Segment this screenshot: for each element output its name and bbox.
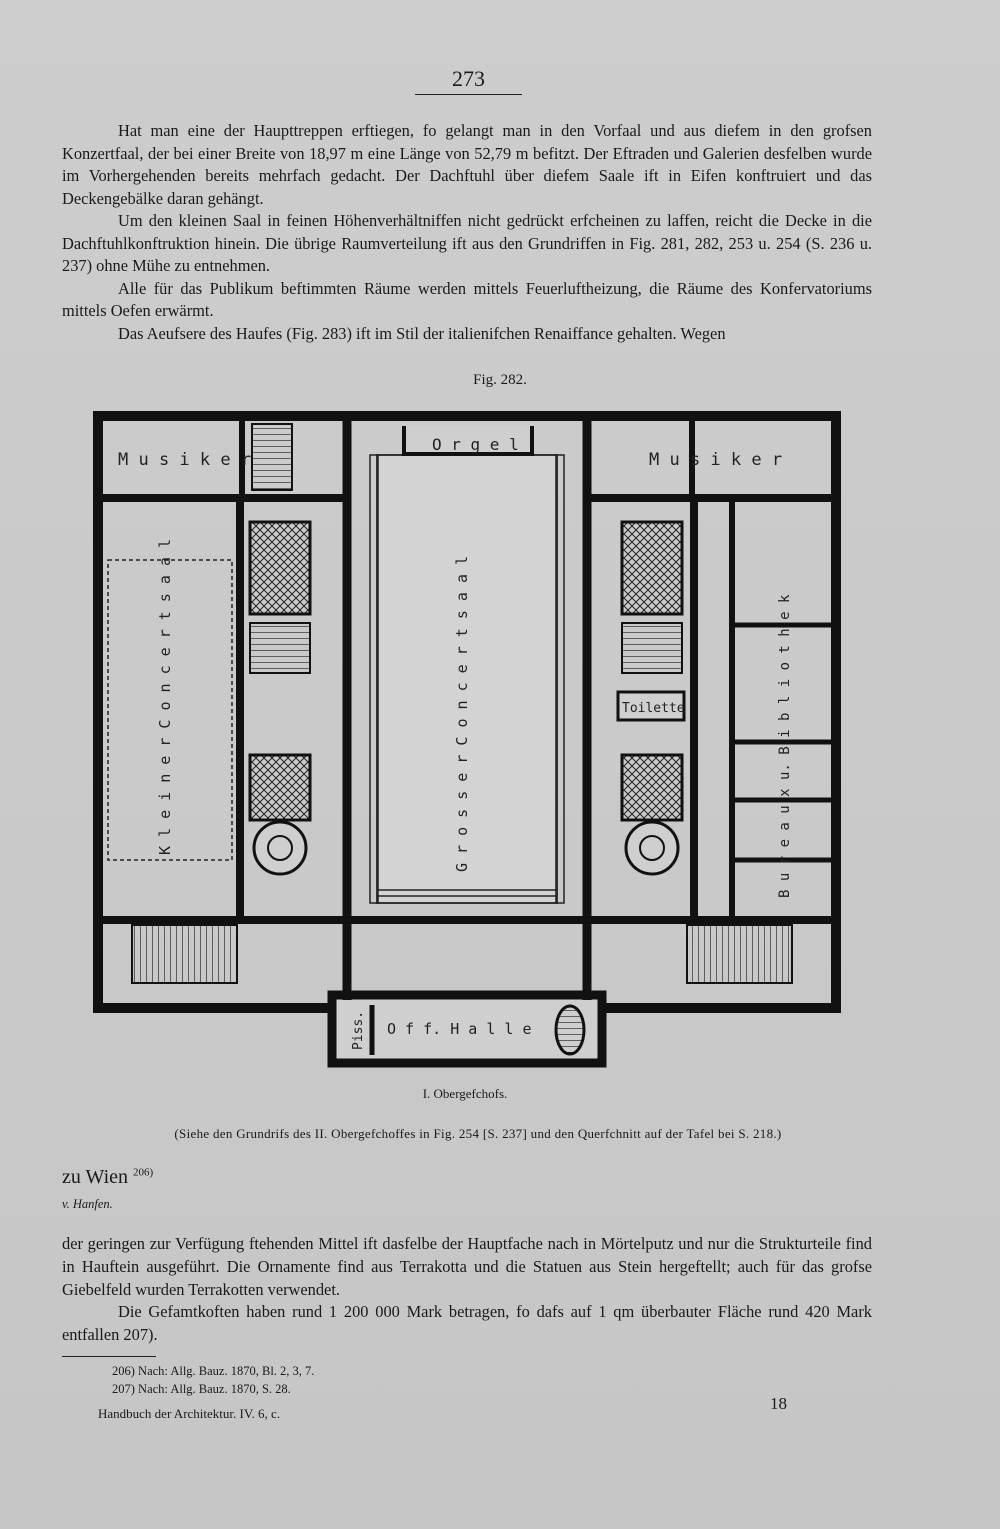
side-note-title: zu Wien 206) [62,1166,154,1188]
paragraph: Hat man eine der Haupttreppen erftiegen,… [62,121,872,208]
room-toilette: Toilette [622,701,685,716]
room-kleiner-concertsaal: K l e i n e r C o n c e r t s a a l [156,539,174,855]
paragraph: der geringen zur Verfügung ftehenden Mit… [62,1234,872,1299]
paragraph: Alle für das Publikum beftimmten Räume w… [62,278,872,321]
room-piss: Piss. [351,1011,366,1050]
footnote-rule [62,1356,156,1357]
intro-text: Hat man eine der Haupttreppen erftiegen,… [62,120,872,345]
footer: Handbuch der Architektur. IV. 6, c. [98,1406,281,1421]
footnote: 206) Nach: Allg. Bauz. 1870, Bl. 2, 3, 7… [112,1364,315,1378]
footnote: 207) Nach: Allg. Bauz. 1870, S. 28. [112,1382,291,1396]
room-musiker-left: M u s i k e r [118,450,251,470]
room-musiker-right: M u s i k e r [649,450,782,470]
figure-label: Fig. 282. [473,372,527,388]
body-text: der geringen zur Verfügung ftehenden Mit… [62,1233,872,1347]
room-orgel: O r g e l [432,435,519,454]
page-number: 273 [415,66,522,95]
figure-note: (Siehe den Grundrifs des II. Obergefchof… [174,1126,782,1141]
figure-caption: I. Obergefchofs. [422,1086,508,1101]
room-grosser-concertsaal: G r o s s e r C o n c e r t s a a l [453,556,471,872]
room-halle: O f f. H a l l e [387,1020,532,1038]
paragraph: Die Gefamtkoften haben rund 1 200 000 Ma… [62,1302,872,1345]
floor-plan: M u s i k e r M u s i k e r O r g e l K … [93,411,841,1068]
room-bureaux-bibliothek: B u r e a u x u. B i b l i o t h e k [777,594,793,898]
paragraph: Um den kleinen Saal in feinen Höhenverhä… [62,211,872,275]
side-note-author: v. Hanfen. [62,1197,113,1211]
signature-mark: 18 [770,1394,787,1413]
paragraph: Das Aeufsere des Haufes (Fig. 283) ift i… [118,323,726,343]
